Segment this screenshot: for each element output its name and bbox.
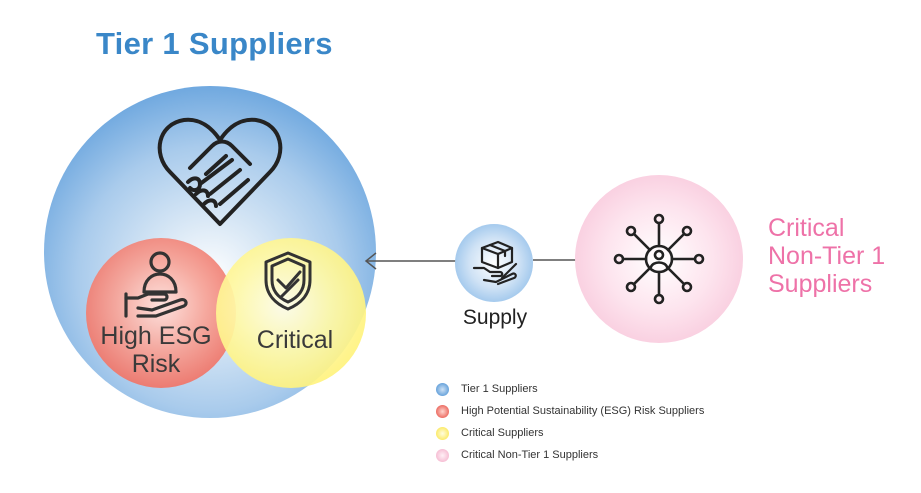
- non-tier1-line3: Suppliers: [768, 270, 873, 298]
- connector-line: [533, 259, 577, 261]
- supply-label: Supply: [462, 306, 528, 329]
- esg-risk-label: High ESG Risk: [96, 322, 216, 378]
- supply-circle: [455, 224, 533, 302]
- legend-item-critical: Critical Suppliers: [436, 422, 704, 444]
- legend-label-esg: High Potential Sustainability (ESG) Risk…: [461, 405, 705, 417]
- legend-label-critical: Critical Suppliers: [461, 427, 544, 439]
- person-hand-icon: [124, 251, 188, 318]
- handshake-heart-icon: [157, 117, 283, 226]
- legend-dot-esg: [436, 404, 449, 418]
- shield-check-icon: [264, 251, 312, 311]
- package-hand-icon: [472, 240, 518, 286]
- legend-dot-tier1: [436, 382, 449, 396]
- non-tier1-label: Critical Non-Tier 1 Suppliers: [768, 214, 918, 298]
- esg-label-line2: Risk: [131, 350, 181, 378]
- legend-dot-non-tier1: [436, 448, 449, 462]
- legend-dot-critical: [436, 426, 449, 440]
- non-tier1-line2: Non-Tier 1: [768, 242, 886, 270]
- legend-label-non-tier1: Critical Non-Tier 1 Suppliers: [461, 449, 599, 461]
- diagram-title: Tier 1 Suppliers: [96, 26, 333, 61]
- network-person-icon: [613, 213, 705, 305]
- esg-label-line1: High ESG: [100, 322, 212, 350]
- non-tier1-line1: Critical: [768, 214, 845, 242]
- legend-item-tier1: Tier 1 Suppliers: [436, 378, 704, 400]
- legend: Tier 1 Suppliers High Potential Sustaina…: [436, 378, 704, 466]
- critical-circle: [216, 238, 366, 388]
- legend-label-tier1: Tier 1 Suppliers: [461, 383, 538, 395]
- legend-item-esg: High Potential Sustainability (ESG) Risk…: [436, 400, 704, 422]
- legend-item-non-tier1: Critical Non-Tier 1 Suppliers: [436, 444, 704, 466]
- supply-arrow: [364, 252, 460, 270]
- critical-label: Critical: [256, 326, 334, 354]
